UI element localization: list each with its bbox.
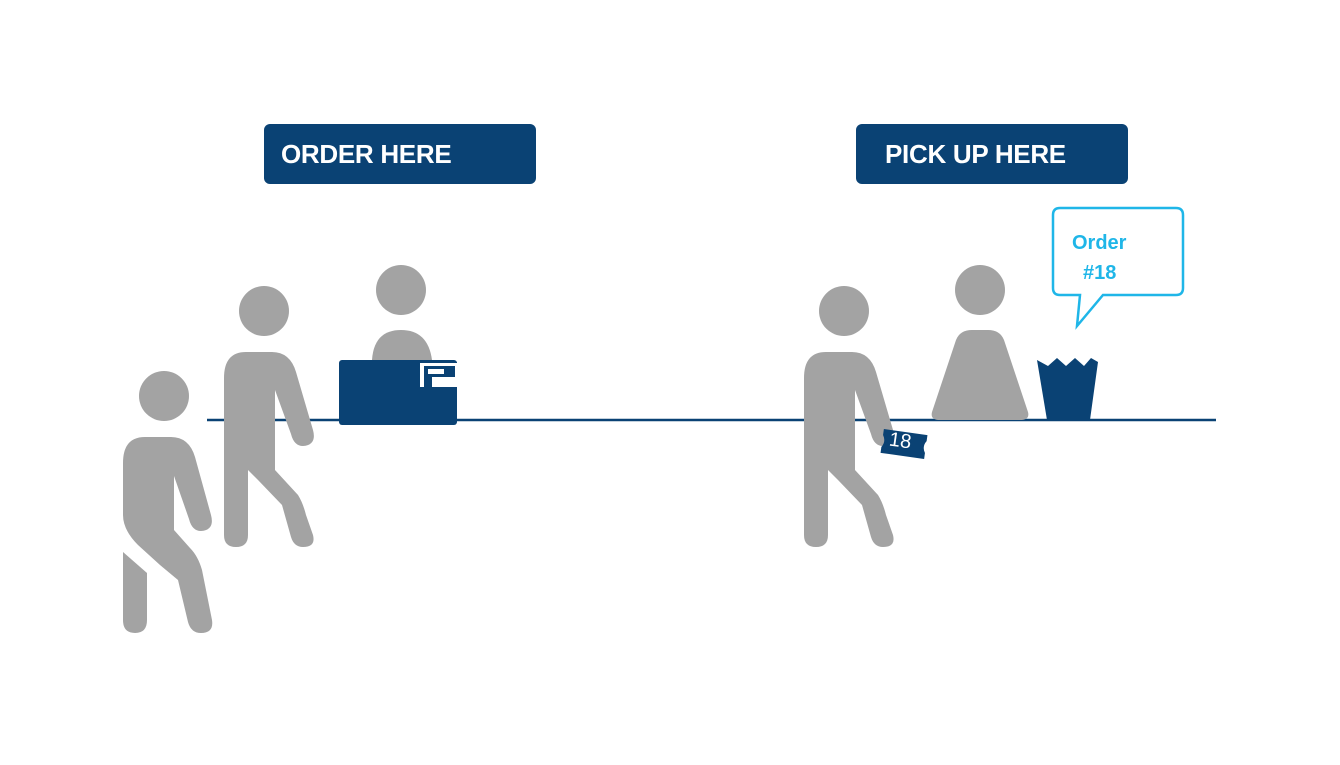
cash-register-icon: [339, 360, 457, 425]
queue-person-1-icon: [123, 371, 213, 633]
order-here-sign: ORDER HERE: [264, 124, 536, 184]
popcorn-bucket-icon: [1037, 358, 1098, 420]
queue-person-2-icon: [224, 286, 314, 547]
pick-up-here-sign: PICK UP HERE: [856, 124, 1128, 184]
ticket-icon: [880, 429, 928, 459]
pick-up-here-label: PICK UP HERE: [885, 139, 1066, 169]
order-here-label: ORDER HERE: [281, 139, 452, 169]
speech-bubble-line-1: Order: [1072, 232, 1127, 254]
pickup-customer-person-icon: [804, 286, 894, 547]
pickup-server-person-icon: [931, 265, 1029, 420]
ticket-number: 18: [887, 428, 913, 454]
speech-bubble-line-2: #18: [1083, 262, 1117, 284]
speech-bubble-icon: [1051, 206, 1185, 330]
